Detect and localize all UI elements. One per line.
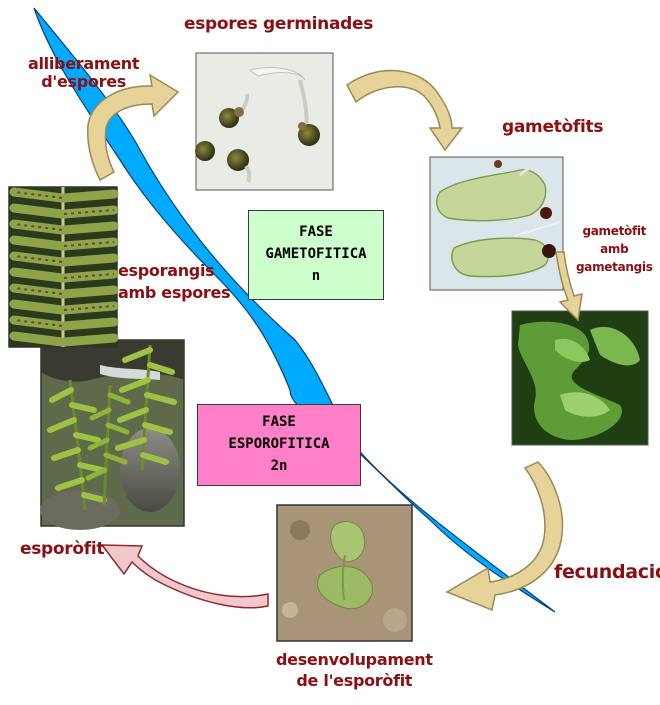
- sporophytic-phase-line-3: 2n: [270, 457, 288, 474]
- gametophytic-phase-box: FASE GAMETOFITICA n: [248, 210, 384, 300]
- fertilization-arrow: [445, 461, 564, 612]
- germination-arrow: [346, 69, 464, 152]
- sporophyte-development-line-1: desenvolupament: [276, 650, 433, 669]
- sporophytic-phase-line-1: FASE: [262, 414, 296, 431]
- gametophytes-label: gametòfits: [502, 117, 604, 137]
- sporangia-frond-photo: [8, 186, 119, 348]
- sporophytic-phase-line-2: ESPOROFITICA: [228, 436, 330, 453]
- spore-release-label-line-1: alliberament: [28, 54, 140, 73]
- sporophyte-development-label: desenvolupament de l'esporòfit: [276, 650, 433, 692]
- sporophytic-phase-box: FASE ESPOROFITICA 2n: [197, 404, 361, 486]
- gametophyte-with-gametangia-line-1: gametòfit: [582, 224, 647, 238]
- fern-sporophyte-photo: [40, 339, 185, 530]
- sporophyte-growth-arrow: [100, 544, 269, 609]
- gametophyte-with-gametangia-photo: [511, 310, 649, 446]
- gametophytes-photo: [429, 156, 564, 291]
- gametophytic-phase-line-2: GAMETOFITICA: [265, 246, 367, 263]
- sporangia-with-spores-label: esporangis amb espores: [118, 260, 231, 303]
- fertilization-label: fecundació: [554, 561, 660, 583]
- sporophyte-label: esporòfit: [20, 539, 105, 559]
- gametophytic-phase-line-1: FASE: [299, 224, 333, 241]
- sporangia-with-spores-line-2: amb espores: [118, 282, 231, 302]
- germinated-spores-label: espores germinades: [184, 14, 374, 34]
- spore-release-label: alliberament d'espores: [28, 54, 140, 91]
- gametophyte-with-gametangia-line-3: gametangis: [576, 260, 653, 274]
- germinated-spores-photo: [195, 52, 334, 191]
- gametophyte-with-gametangia-line-2: amb: [600, 242, 629, 256]
- spore-release-arrow: [86, 73, 180, 182]
- sporangia-with-spores-line-1: esporangis: [118, 261, 215, 280]
- gametophyte-with-gametangia-label: gametòfit amb gametangis: [576, 222, 653, 276]
- sporophyte-development-line-2: de l'esporòfit: [296, 670, 413, 690]
- gametophytic-phase-line-3: n: [311, 267, 321, 284]
- sporophyte-development-photo: [276, 504, 413, 642]
- gametophyte-maturation-arrow: [555, 251, 583, 322]
- phase-divider-band: [33, 7, 556, 613]
- spore-release-label-line-2: d'espores: [41, 71, 126, 91]
